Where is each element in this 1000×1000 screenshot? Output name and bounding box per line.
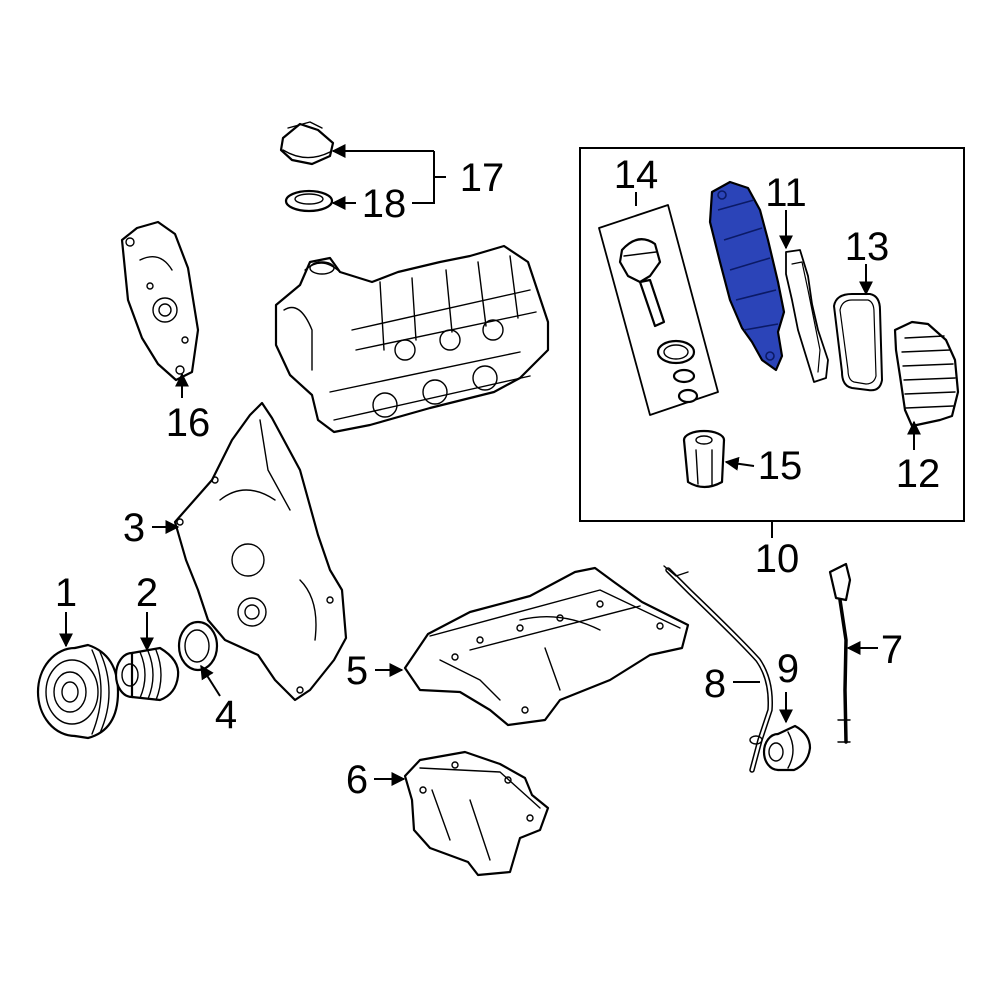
callout-17: 17 [460,156,505,200]
housing-gasket [785,249,829,383]
callout-11: 11 [765,171,807,215]
oil-filler-cap [279,121,335,166]
cover-plate [120,220,200,382]
timing-cover [173,401,348,702]
filler-cap-seal [284,189,334,213]
callout-14: 14 [614,153,659,197]
callout-9: 9 [777,647,799,691]
upper-oil-pan [403,566,690,727]
oil-cooler-gasket [833,293,883,392]
front-crank-seal [177,620,219,672]
callout-10: 10 [755,537,800,581]
callout-4: 4 [215,693,237,737]
leader-lines [59,144,921,786]
callout-12: 12 [896,452,941,496]
drain-plug [762,724,812,772]
callout-2: 2 [136,571,158,615]
callout-16: 16 [166,401,211,445]
oil-cooler [893,320,960,428]
callout-13: 13 [845,225,890,269]
callout-1: 1 [55,571,77,615]
pulley-hub [114,646,180,702]
cylinder-head [274,244,550,434]
dipstick-tube [663,565,773,773]
callout-3: 3 [123,506,145,550]
callout-7: 7 [881,628,903,672]
callout-15: 15 [758,444,803,488]
callout-6: 6 [346,758,368,802]
callout-labels: 1 2 3 4 5 6 7 8 9 10 11 12 13 14 15 16 1… [55,153,940,802]
callout-8: 8 [704,662,726,706]
crankshaft-pulley [36,643,120,740]
oil-filter-housing [708,180,786,372]
filter-kit-box [598,204,719,416]
dipstick [828,562,852,744]
callout-5: 5 [346,649,368,693]
callout-18: 18 [362,182,407,226]
oil-filter-element [682,429,726,489]
lower-oil-pan [403,750,550,877]
